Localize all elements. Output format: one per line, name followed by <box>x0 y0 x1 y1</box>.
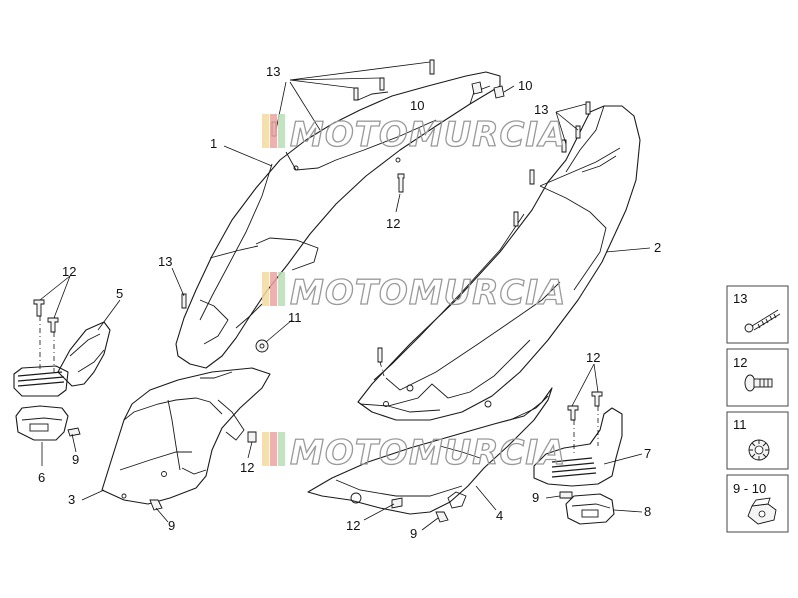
callout-6: 6 <box>38 470 45 485</box>
legend-label: 12 <box>733 355 747 370</box>
watermark-text: MOTOMURCIA <box>290 433 566 473</box>
callout-12-left: 12 <box>62 264 76 279</box>
callout-7: 7 <box>644 446 651 461</box>
callout-4: 4 <box>496 508 503 523</box>
callout-9-right: 9 <box>532 490 539 505</box>
part-8-right-pad <box>565 493 615 525</box>
watermark-bottom: MOTOMURCIA <box>262 432 566 474</box>
callout-9-bottom: 9 <box>410 526 417 541</box>
callout-11: 11 <box>288 310 302 325</box>
legend-box-12: 12 <box>726 348 789 407</box>
hardware-legend: 13 12 11 <box>726 285 789 533</box>
part-3-lower-panel <box>101 367 271 505</box>
watermarks: MOTOMURCIA MOTOMURCIA MOTOMURCIA <box>262 114 566 474</box>
callout-3: 3 <box>68 492 75 507</box>
callout-8: 8 <box>644 504 651 519</box>
callout-9-lower: 9 <box>168 518 175 533</box>
callout-12-bottom: 12 <box>346 518 360 533</box>
callout-10-top: 10 <box>518 78 532 93</box>
bolt-icon <box>744 374 773 392</box>
watermark-middle: MOTOMURCIA <box>262 272 566 314</box>
clip-nut-icon <box>747 497 777 525</box>
legend-box-9-10: 9 - 10 <box>726 474 789 533</box>
callout-12-mid: 12 <box>386 216 400 231</box>
callout-9-left: 9 <box>72 452 79 467</box>
legend-label: 13 <box>733 291 747 306</box>
legend-box-13: 13 <box>726 285 789 344</box>
legend-label: 11 <box>733 417 747 432</box>
watermark-text: MOTOMURCIA <box>290 115 566 155</box>
watermark-text: MOTOMURCIA <box>290 273 566 313</box>
washer-icon <box>748 439 770 461</box>
callout-13-left: 13 <box>158 254 172 269</box>
part-2-rear-cover <box>357 105 641 421</box>
callout-10-mid: 10 <box>410 98 424 113</box>
part-5-left-bracket <box>57 321 111 387</box>
part-6-left-pad <box>13 365 69 441</box>
part-7-right-bracket <box>533 407 623 487</box>
callout-1: 1 <box>210 136 217 151</box>
part-4-lower-cover <box>307 387 553 515</box>
callout-13-right: 13 <box>534 102 548 117</box>
callout-5: 5 <box>116 286 123 301</box>
legend-box-11: 11 <box>726 411 789 470</box>
part-1-side-panel <box>175 71 501 369</box>
legend-label: 9 - 10 <box>733 481 766 496</box>
callout-13-top: 13 <box>266 64 280 79</box>
callout-labels: 13 10 10 13 1 12 2 13 11 12 5 6 9 12 3 9… <box>38 64 661 541</box>
callout-2: 2 <box>654 240 661 255</box>
callout-12-center: 12 <box>240 460 254 475</box>
watermark-top: MOTOMURCIA <box>262 114 566 156</box>
screw-icon <box>744 309 781 333</box>
callout-12-right: 12 <box>586 350 600 365</box>
leader-lines <box>39 61 651 531</box>
